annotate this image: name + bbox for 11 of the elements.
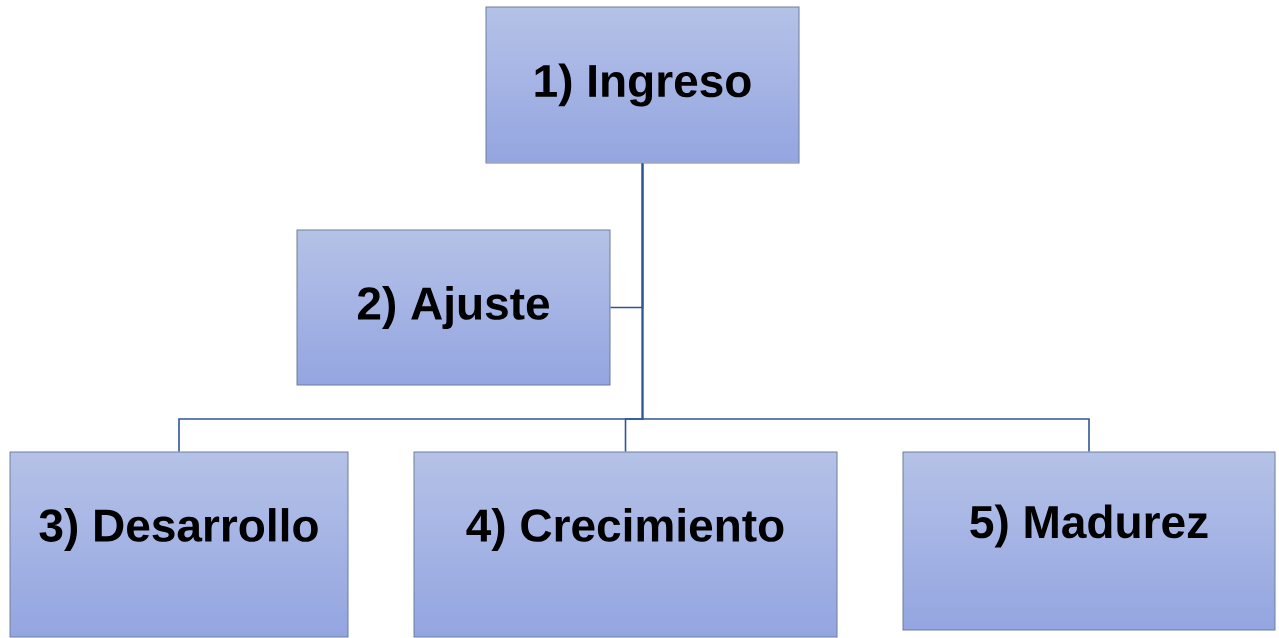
process-box — [902, 451, 1276, 631]
node-label: 4) Crecimiento — [466, 508, 784, 551]
process-box — [485, 6, 800, 164]
node-label: 3) Desarrollo — [39, 508, 318, 551]
node-label: 1) Ingreso — [535, 63, 751, 107]
node-label: 5) Madurez — [970, 504, 1208, 548]
process-box — [296, 229, 611, 386]
connector-line — [641, 162, 1090, 453]
process-box — [413, 451, 838, 638]
process-box — [9, 451, 349, 638]
node-label: 2) Ajuste — [357, 286, 550, 329]
